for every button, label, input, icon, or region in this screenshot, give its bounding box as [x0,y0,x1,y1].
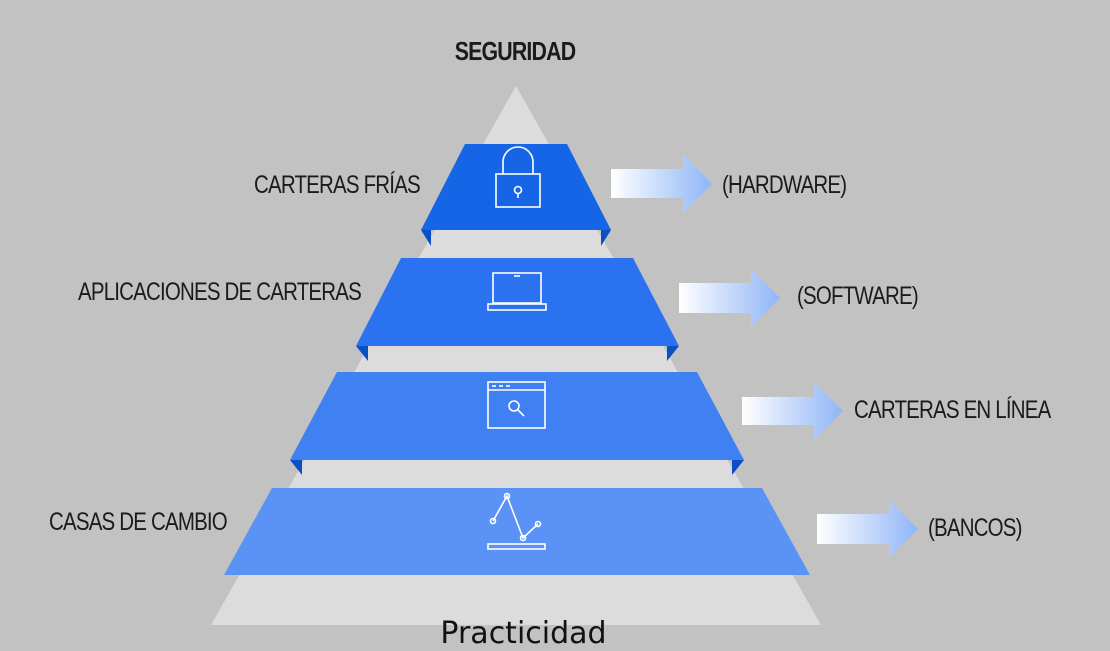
level-band-4 [224,488,810,575]
right-label-level-1: (HARDWARE) [722,171,847,199]
left-label-level-4: CASAS DE CAMBIO [49,508,228,536]
right-label-level-4: (BANCOS) [928,514,1022,542]
right-label-level-2: (SOFTWARE) [797,282,919,310]
arrow-4 [817,500,918,558]
bottom-label-practicidad: Practicidad [440,616,607,651]
chart-line-icon [487,492,546,550]
arrow-3 [742,382,843,440]
padlock-icon [495,146,541,208]
level-band-2 [356,258,679,361]
level-band-3 [290,372,744,475]
laptop-icon [487,272,547,311]
right-label-level-3: CARTERAS EN LÍNEA [854,396,1051,424]
arrow-1 [611,154,712,213]
arrow-2 [679,269,780,327]
top-label-seguridad: SEGURIDAD [454,36,576,66]
left-label-level-1: CARTERAS FRÍAS [254,171,421,199]
left-label-level-2: APLICACIONES DE CARTERAS [78,278,362,306]
browser-search-icon [487,381,546,429]
